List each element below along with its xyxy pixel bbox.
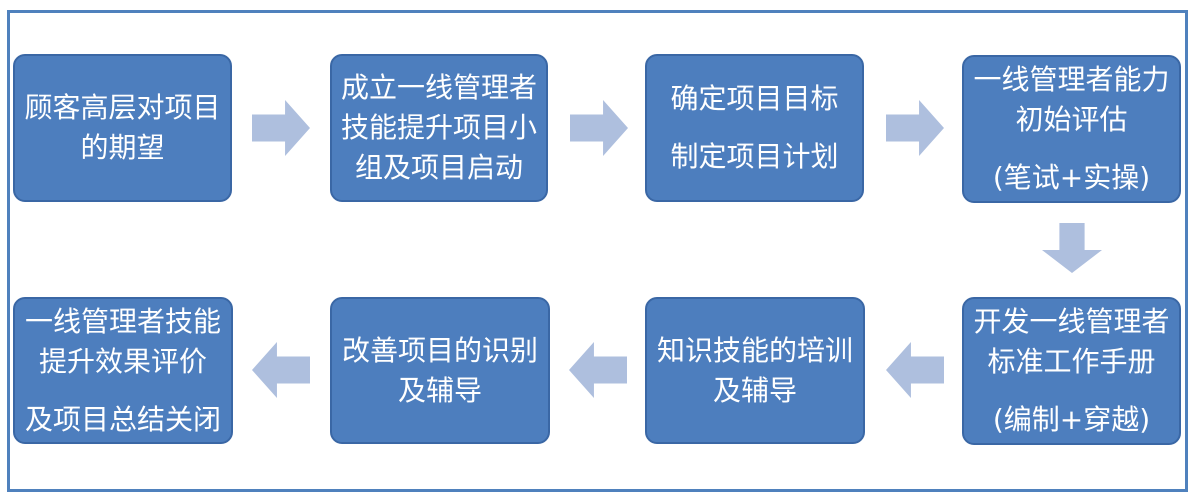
flow-step-2: 成立一线管理者 技能提升项目小 组及项目启动	[330, 54, 548, 202]
flow-step-3: 确定项目目标 制定项目计划	[645, 54, 864, 202]
step-line: 一线管理者技能	[24, 304, 221, 338]
step-line: 成立一线管理者	[340, 71, 537, 104]
flow-step-5: 开发一线管理者 标准工作手册 (编制+穿越)	[962, 297, 1181, 445]
step-line: 知识技能的培训	[656, 333, 853, 367]
diagram-frame	[7, 10, 1188, 492]
step-line: 及辅导	[397, 373, 482, 407]
step-line: 初始评估	[1015, 103, 1128, 136]
step-line: 提升效果评价	[38, 344, 207, 378]
flow-step-4: 一线管理者能力 初始评估 (笔试+实操)	[962, 55, 1181, 203]
flow-step-7: 改善项目的识别 及辅导	[330, 297, 550, 444]
step-line: 的期望	[80, 131, 165, 164]
flow-step-8: 一线管理者技能 提升效果评价 及项目总结关闭	[13, 297, 233, 444]
step-line: 一线管理者能力	[973, 63, 1170, 96]
flow-step-6: 知识技能的培训 及辅导	[645, 297, 865, 444]
step-line: 技能提升项目小	[340, 111, 537, 144]
step-line: 顾客高层对项目	[24, 91, 221, 124]
step-line: 开发一线管理者	[973, 305, 1170, 338]
step-line: (笔试+实操)	[992, 161, 1151, 194]
step-line: 确定项目目标	[670, 82, 839, 115]
step-line: 改善项目的识别	[341, 333, 538, 367]
step-line: 标准工作手册	[987, 345, 1156, 378]
step-line: 组及项目启动	[354, 151, 523, 184]
step-line: (编制+穿越)	[992, 403, 1151, 436]
step-line: 及项目总结关闭	[24, 402, 221, 436]
step-line: 制定项目计划	[670, 140, 839, 173]
step-line: 及辅导	[712, 373, 797, 407]
flow-step-1: 顾客高层对项目 的期望	[13, 54, 232, 202]
